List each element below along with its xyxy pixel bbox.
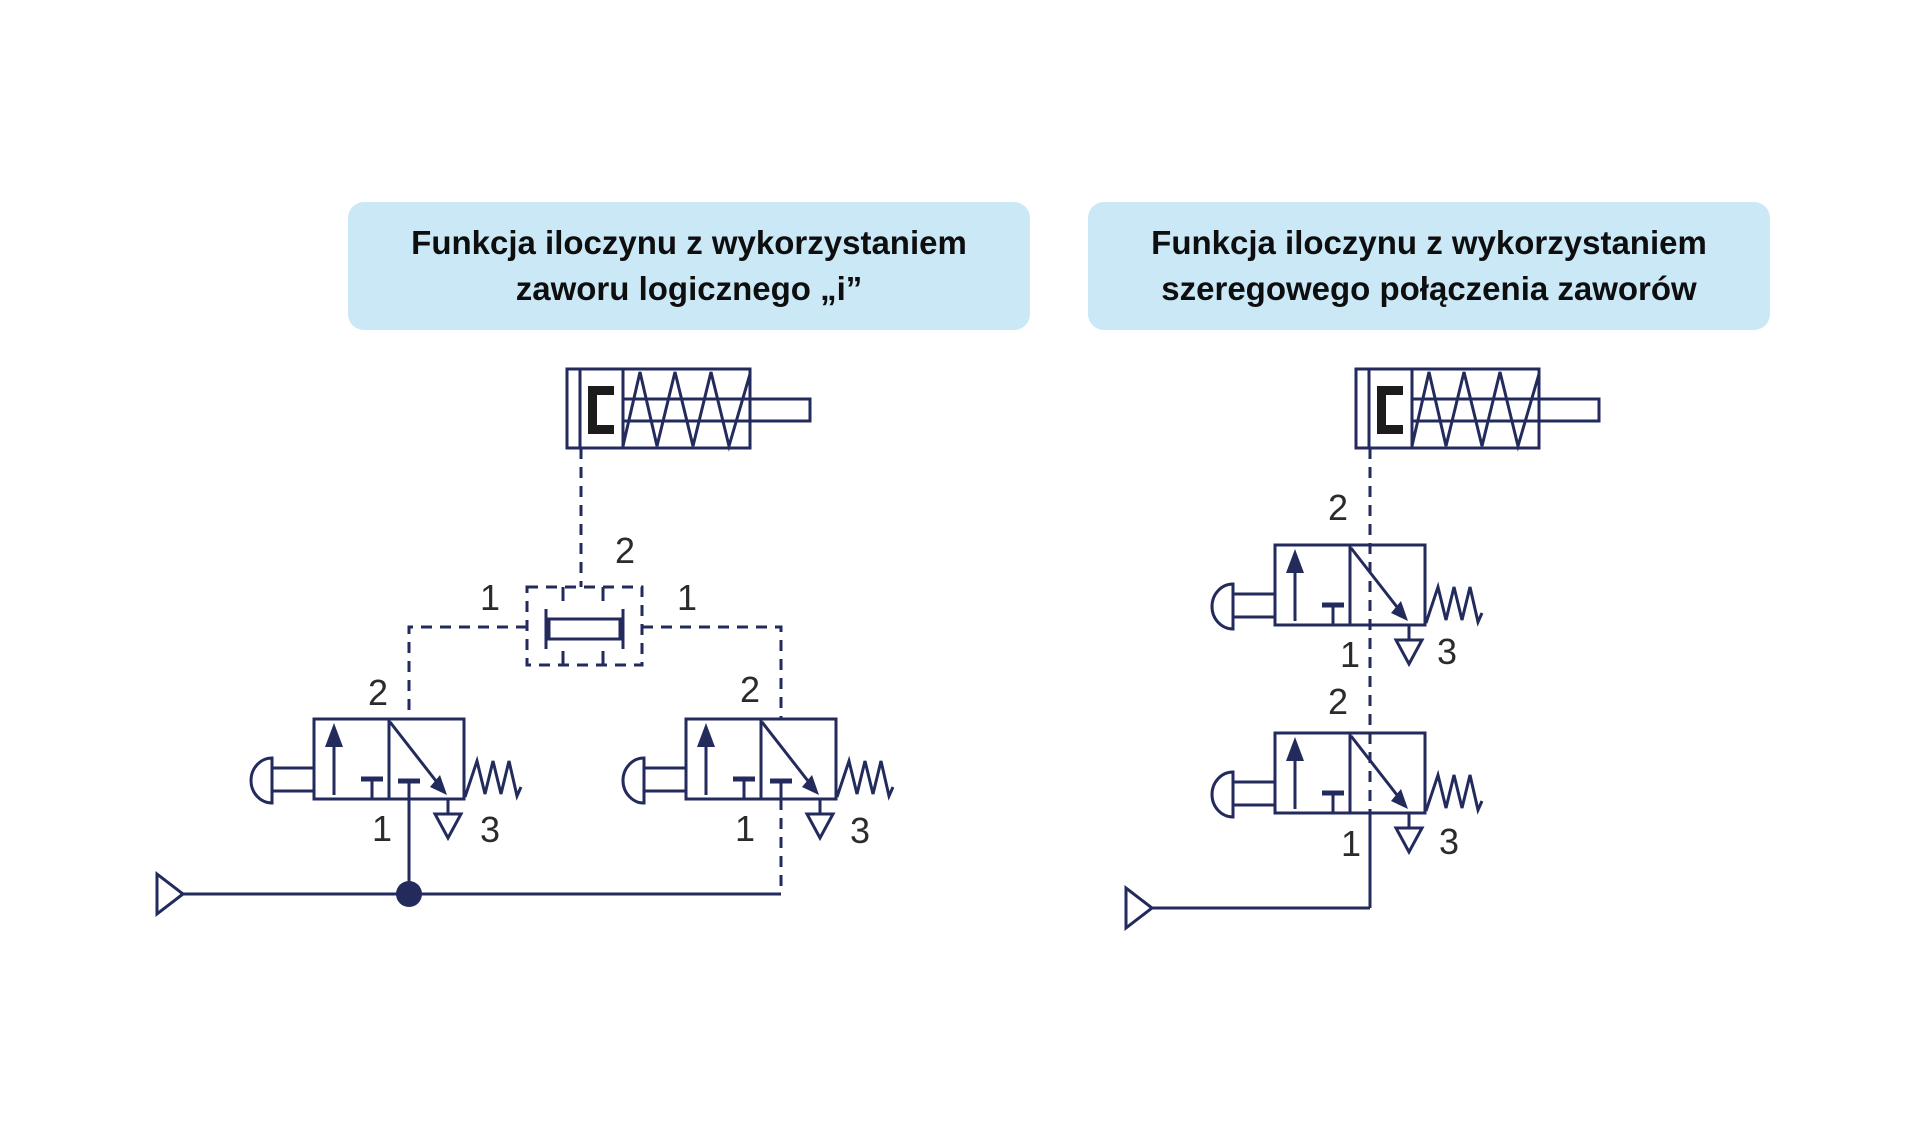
title-box-left: Funkcja iloczynu z wykorzystaniem zaworu… [348,202,1030,330]
and-valve-enclosure [525,585,644,667]
title-right-line2: szeregowego połączenia zaworów [1161,270,1697,307]
port-label-valve-bottom-outlet: 2 [1328,681,1348,722]
port-label-valve-top-exhaust: 3 [1437,631,1457,672]
cylinder-right [1354,367,1601,450]
line-valve-a-to-and [407,625,527,719]
port-label-valve-bottom-exhaust: 3 [1439,821,1459,862]
title-left-line2: zaworu logicznego „i” [515,270,863,307]
pressure-source-icon-left [155,870,186,918]
title-left-line1: Funkcja iloczynu z wykorzystaniem [411,223,967,261]
port-label-and-right-input: 1 [677,577,697,618]
and-shuttle-body [547,617,622,641]
line-valve-b-to-and [642,625,783,719]
port-label-valve-a-outlet: 2 [368,672,388,713]
port-label-valve-b-outlet: 2 [740,669,760,710]
cylinder-left [565,367,812,450]
port-label-and-left-input: 1 [480,577,500,618]
pressure-source-icon-right [1124,884,1155,932]
port-label-valve-bottom-supply: 1 [1341,823,1361,864]
port-label-valve-b-supply: 1 [735,808,755,849]
port-label-valve-top-supply: 1 [1340,634,1360,675]
junction-dot [396,881,422,907]
port-label-valve-top-outlet: 2 [1328,487,1348,528]
title-box-right: Funkcja iloczynu z wykorzystaniem szereg… [1088,202,1770,330]
port-label-and-output: 2 [615,530,635,571]
and-valve [525,585,644,667]
port-label-valve-b-exhaust: 3 [850,810,870,851]
port-label-valve-a-exhaust: 3 [480,809,500,850]
title-right-line1: Funkcja iloczynu z wykorzystaniem [1151,223,1707,261]
port-label-valve-a-supply: 1 [372,808,392,849]
